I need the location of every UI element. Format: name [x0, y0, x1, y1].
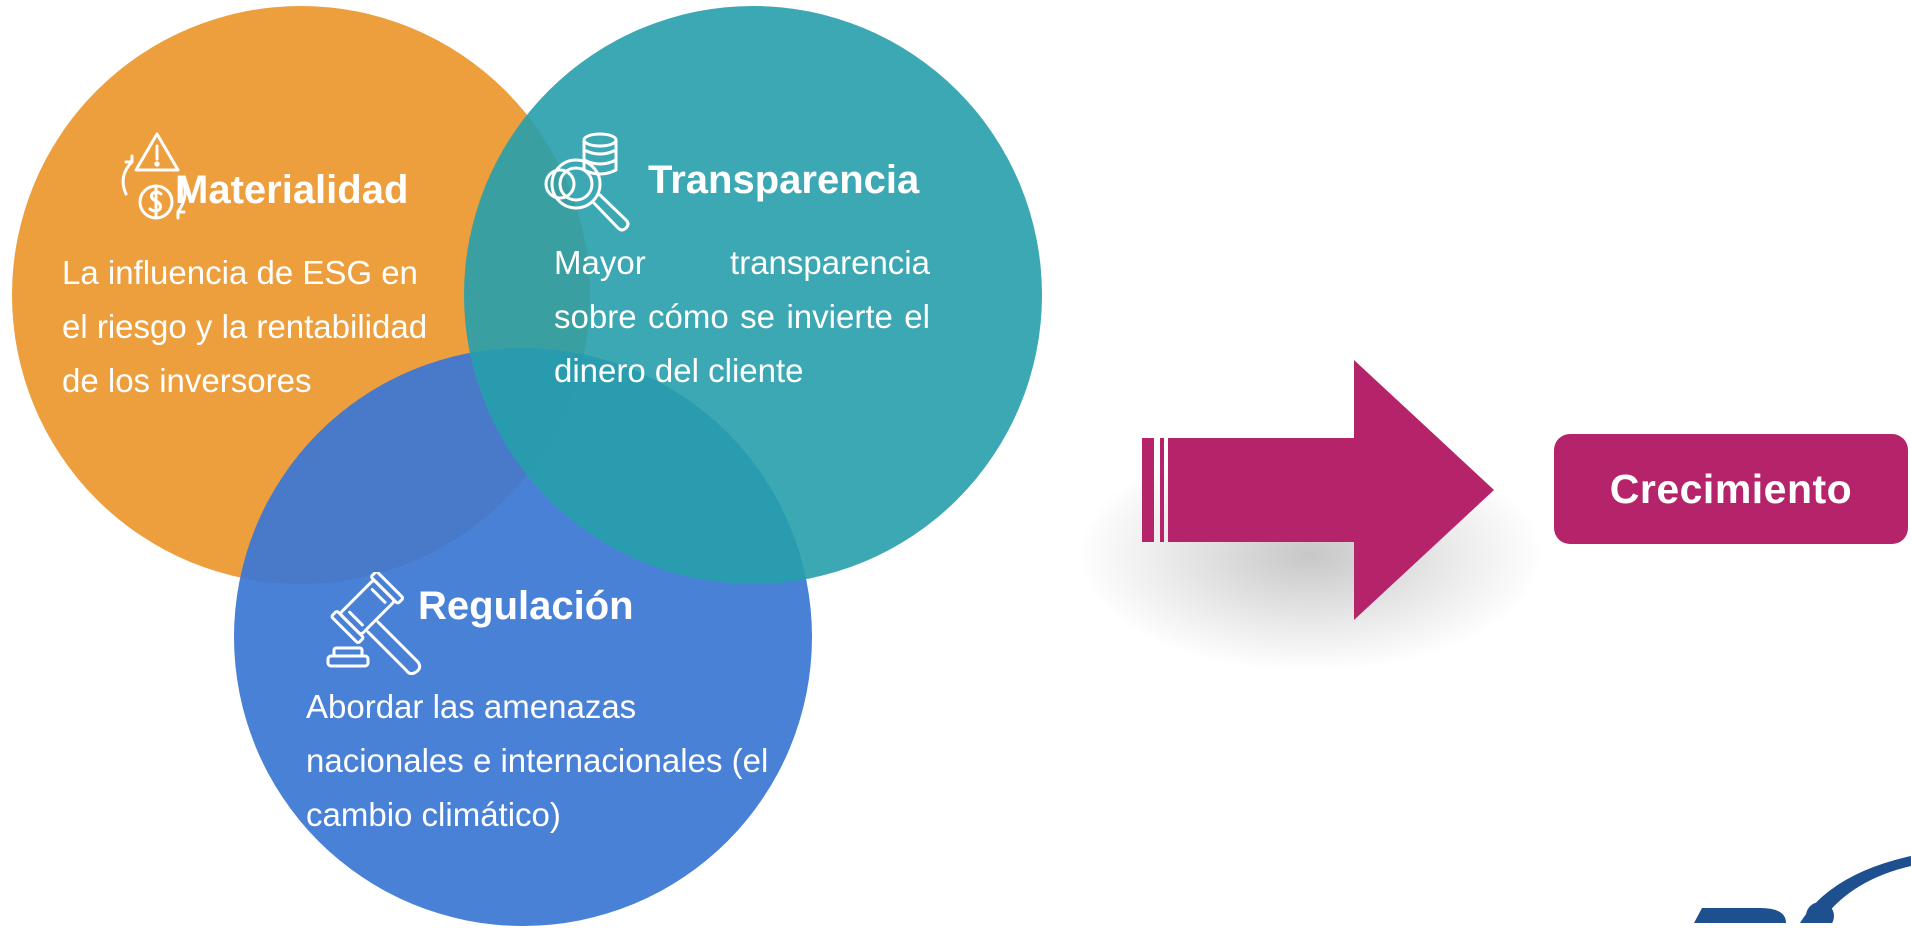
risk-money-cycle-icon	[112, 128, 202, 226]
materialidad-title: Materialidad	[175, 168, 409, 212]
coins-magnifier-icon	[538, 128, 638, 234]
transparencia-text: Mayor transparencia sobre cómo se invier…	[554, 244, 930, 389]
right-arrow-icon	[1130, 355, 1510, 625]
brand-logo-icon	[1690, 856, 1911, 928]
regulacion-title: Regulación	[418, 584, 634, 628]
transparencia-circle	[464, 6, 1042, 584]
regulacion-text: Abordar las amenazas nacionales e intern…	[306, 688, 769, 833]
materialidad-text: La influencia de ESG en el riesgo y la r…	[62, 254, 428, 399]
transparencia-title: Transparencia	[648, 158, 920, 202]
gavel-icon	[322, 572, 432, 682]
crecimiento-button[interactable]: Crecimiento	[1554, 434, 1908, 544]
